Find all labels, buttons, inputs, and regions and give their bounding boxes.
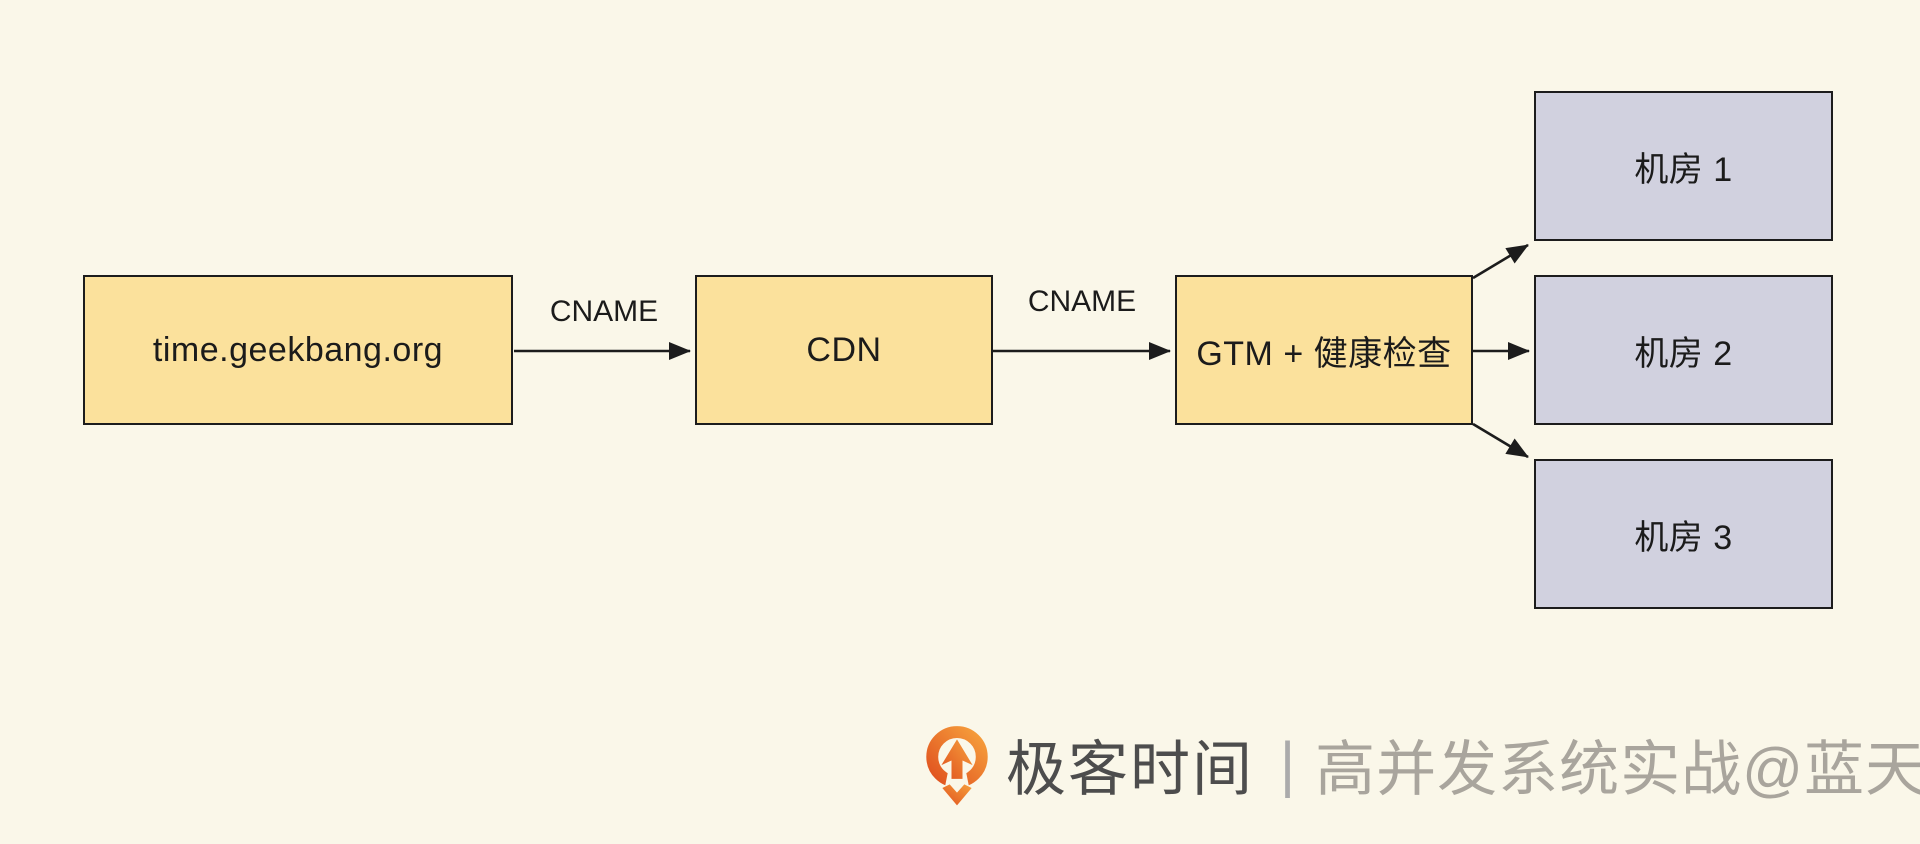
footer-watermark-text: 高并发系统实战@蓝天 xyxy=(1315,735,1920,803)
geektime-logo-icon xyxy=(926,726,988,810)
footer-brand-text: 极客时间 xyxy=(1006,735,1254,803)
node-cdn-label: CDN xyxy=(806,330,882,369)
node-datacenter-3: 机房 3 xyxy=(1534,459,1833,609)
arrow-gtm-to-idc3 xyxy=(1472,422,1529,459)
node-datacenter-1: 机房 1 xyxy=(1534,91,1833,241)
node-domain: time.geekbang.org xyxy=(83,275,513,425)
footer-divider: | xyxy=(1280,729,1296,799)
node-datacenter-2-label: 机房 2 xyxy=(1634,334,1733,373)
edge-label-cname-1: CNAME xyxy=(549,295,659,328)
node-datacenter-3-label: 机房 3 xyxy=(1634,518,1733,557)
node-datacenter-2: 机房 2 xyxy=(1534,275,1833,425)
node-gtm-label: GTM + 健康检查 xyxy=(1196,334,1452,373)
node-gtm-health-check: GTM + 健康检查 xyxy=(1175,275,1473,425)
footer-watermark: 极客时间 | 高并发系统实战@蓝天 xyxy=(924,714,1920,814)
node-domain-label: time.geekbang.org xyxy=(152,330,444,369)
arrow-gtm-to-idc1 xyxy=(1472,243,1529,280)
node-datacenter-1-label: 机房 1 xyxy=(1634,150,1733,189)
edge-label-cname-2: CNAME xyxy=(1027,285,1137,318)
node-cdn: CDN xyxy=(695,275,993,425)
